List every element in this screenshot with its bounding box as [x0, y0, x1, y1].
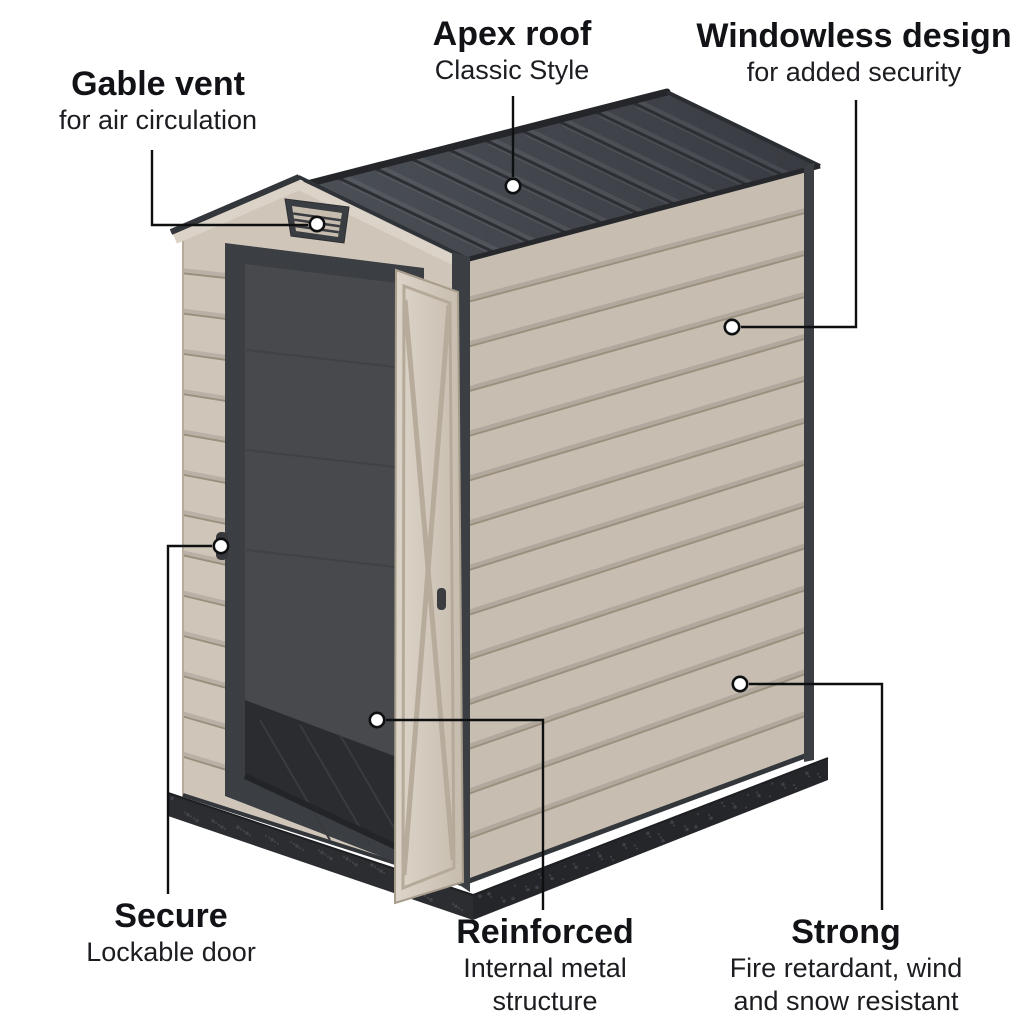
doorway-opening [225, 243, 424, 873]
callout-title: Apex roof [432, 15, 592, 53]
callout-subtitle: for air circulation [58, 105, 258, 136]
marker-windowless [723, 318, 741, 336]
leader-secure [166, 544, 212, 894]
callout-reinforced-structure: Reinforced Internal metal structure [438, 912, 653, 1017]
open-door-panel [393, 268, 465, 905]
callout-title: Secure [114, 897, 228, 935]
callout-leader-lines [150, 96, 884, 910]
callout-windowless-design: Windowless design for added security [696, 16, 1011, 89]
leader-gable-vent [150, 150, 308, 227]
marker-secure [212, 537, 230, 555]
callout-title: Reinforced [456, 913, 634, 951]
marker-gable-vent [308, 215, 326, 233]
leader-windowless [741, 100, 858, 329]
callout-subtitle: Lockable door [86, 937, 256, 968]
callout-secure-door: Secure Lockable door [86, 896, 256, 969]
callout-apex-roof: Apex roof Classic Style [433, 14, 592, 87]
callout-title: Windowless design [696, 17, 1012, 55]
callout-title: Gable vent [71, 65, 245, 103]
door-handle [437, 588, 446, 610]
callout-subtitle: for added security [746, 57, 962, 88]
leader-reinforced [386, 718, 545, 910]
callout-subtitle: Internal metal structure [463, 953, 627, 1016]
interior-floor [245, 700, 405, 851]
callout-subtitle: Classic Style [434, 55, 590, 86]
gable-fascia-trim [169, 174, 469, 270]
leader-strong [749, 682, 884, 910]
door-cross-brace [401, 304, 452, 876]
callout-strong-build: Strong Fire retardant, wind and snow res… [715, 912, 977, 1017]
callout-subtitle: Fire retardant, wind and snow resistant [729, 953, 963, 1016]
marker-strong [731, 675, 749, 693]
shed-side-wall [460, 169, 814, 887]
marker-reinforced [368, 711, 386, 729]
callout-gable-vent: Gable vent for air circulation [59, 64, 257, 137]
callout-title: Strong [791, 913, 901, 951]
callout-markers [212, 177, 749, 729]
marker-apex-roof [504, 177, 522, 195]
